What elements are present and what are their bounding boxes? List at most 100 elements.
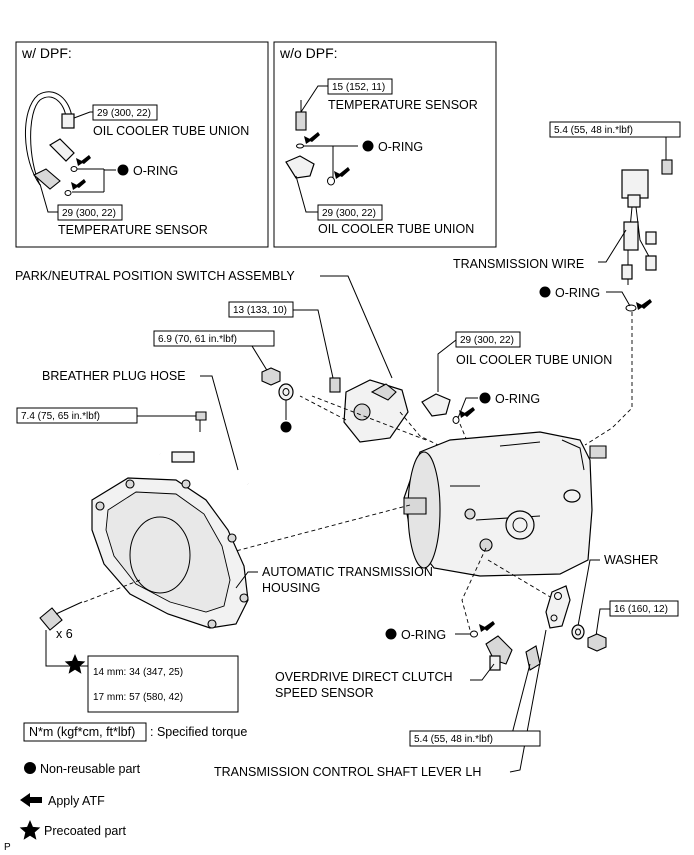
non-reusable-dot [385, 628, 397, 640]
lever-nut-torque: 16 (160, 12) [614, 604, 668, 615]
pnp-bolt-part [329, 377, 341, 393]
speed-torque: 5.4 (55, 48 in.*lbf) [414, 734, 493, 745]
without-dpf-union-label: OIL COOLER TUBE UNION [318, 222, 474, 236]
apply-atf-arrow [479, 621, 495, 632]
oil-cooler-tube-union-part [421, 393, 451, 417]
non-reusable-dot [362, 140, 374, 152]
legend-non-reusable: Non-reusable part [40, 762, 141, 776]
panel-with-dpf: w/ DPF: O-RING 29 (300, 22) OIL COOLER T… [15, 41, 269, 248]
bell-housing: AUTOMATIC TRANSMISSION HOUSING x 6 14 mm… [39, 477, 433, 713]
legend-torque-desc: : Specified torque [150, 725, 247, 739]
apply-atf-arrow [636, 299, 652, 310]
output-shaft [589, 445, 607, 459]
input-shaft [403, 497, 427, 515]
nut-part [261, 367, 281, 386]
housing-label-line1: AUTOMATIC TRANSMISSION [262, 565, 433, 579]
legend-apply-atf: Apply ATF [48, 794, 105, 808]
apply-atf-arrow [459, 407, 475, 418]
apply-atf-arrow [304, 132, 320, 144]
panel-with-dpf-title: w/ DPF: [21, 45, 72, 61]
lever-label: TRANSMISSION CONTROL SHAFT LEVER LH [214, 765, 481, 779]
bolt-torque-box [87, 655, 239, 713]
temperature-sensor-part [295, 111, 307, 131]
shaft-lever-part [545, 585, 571, 629]
legend-precoated-star [19, 820, 41, 840]
speed-oring-label: O-RING [401, 628, 446, 642]
o-ring-part [327, 176, 335, 186]
panel-without-dpf: w/o DPF: 15 (152, 11) TEMPERATURE SENSOR… [273, 41, 497, 248]
breather-label: BREATHER PLUG HOSE [42, 369, 186, 383]
torque-box [549, 121, 681, 138]
without-dpf-sensor-torque: 15 (152, 11) [332, 82, 385, 93]
lever-group: WASHER 16 (160, 12) TRANSMISSION CONTROL… [214, 553, 679, 779]
speed-sensor-label-line2: SPEED SENSOR [275, 686, 374, 700]
legend-precoated: Precoated part [44, 824, 127, 838]
with-dpf-sensor-torque: 29 (300, 22) [62, 208, 116, 219]
washer-part [571, 624, 585, 640]
precoated-star [64, 654, 86, 674]
non-reusable-dot [479, 392, 491, 404]
with-dpf-union-label: OIL COOLER TUBE UNION [93, 124, 249, 138]
washer-label: WASHER [604, 553, 658, 567]
washer-part [278, 383, 294, 401]
apply-atf-arrow [334, 167, 350, 179]
speed-sensor-group: O-RING OVERDRIVE DIRECT CLUTCH SPEED SEN… [275, 621, 541, 747]
legend-atf-arrow [20, 793, 42, 807]
wire-bolt-part [661, 159, 673, 175]
torque-box [153, 330, 275, 347]
torque-box [455, 331, 521, 348]
torque-box [317, 204, 383, 221]
sensor-connector [61, 113, 75, 129]
pnp-torque: 13 (133, 10) [233, 305, 287, 316]
breather-bolt-part [195, 411, 207, 421]
legend-torque-box [23, 722, 147, 742]
bolt-count-label: x 6 [56, 627, 73, 641]
panel-without-dpf-title: w/o DPF: [279, 45, 338, 61]
with-dpf-sensor-label: TEMPERATURE SENSOR [58, 223, 208, 237]
lever-nut-part [587, 633, 607, 652]
o-ring-part [452, 416, 460, 424]
apply-atf-arrow [76, 155, 91, 166]
main-union-group: 29 (300, 22) OIL COOLER TUBE UNION O-RIN… [421, 331, 612, 461]
with-dpf-oring-label: O-RING [133, 164, 178, 178]
bolt-torque-17: 17 mm: 57 (580, 42) [93, 692, 183, 703]
non-reusable-dot [117, 164, 129, 176]
with-dpf-union-torque: 29 (300, 22) [97, 108, 151, 119]
without-dpf-union-torque: 29 (300, 22) [322, 208, 376, 219]
breather-torque: 7.4 (75, 65 in.*lbf) [21, 411, 100, 422]
wire-oring-label: O-RING [555, 286, 600, 300]
bolt-torque-14: 14 mm: 34 (347, 25) [93, 667, 183, 678]
sensor-wire [24, 91, 73, 186]
breather-group: BREATHER PLUG HOSE 7.4 (75, 65 in.*lbf) [16, 369, 249, 485]
torque-box [327, 78, 393, 95]
speed-sensor-label-line1: OVERDRIVE DIRECT CLUTCH [275, 670, 453, 684]
nut-torque: 6.9 (70, 61 in.*lbf) [158, 334, 237, 345]
oil-cooler-tube-union-part [285, 155, 315, 179]
main-union-torque: 29 (300, 22) [460, 335, 514, 346]
o-ring-part [625, 304, 637, 312]
wire-torque: 5.4 (55, 48 in.*lbf) [554, 125, 633, 136]
footer-code: P [4, 842, 11, 853]
transmission-case [231, 395, 607, 631]
legend-non-reusable-dot [24, 762, 36, 774]
torque-box [409, 730, 541, 747]
wire-connector-part [621, 169, 649, 199]
oil-cooler-tube-union-part [49, 138, 75, 162]
housing-label-line2: HOUSING [262, 581, 320, 595]
temperature-sensor-part [33, 168, 61, 190]
pnp-switch-label: PARK/NEUTRAL POSITION SWITCH ASSEMBLY [15, 269, 295, 283]
apply-atf-arrow [71, 179, 86, 190]
o-ring-part [64, 190, 72, 196]
without-dpf-sensor-label: TEMPERATURE SENSOR [328, 98, 478, 112]
transmission-wire-label: TRANSMISSION WIRE [453, 257, 584, 271]
main-union-oring-label: O-RING [495, 392, 540, 406]
main-union-label: OIL COOLER TUBE UNION [456, 353, 612, 367]
non-reusable-dot [280, 421, 292, 433]
speed-sensor-bolt-part [525, 645, 541, 671]
legend-torque-unit: N*m (kgf*cm, ft*lbf) [29, 725, 135, 739]
without-dpf-oring-label: O-RING [378, 140, 423, 154]
legend: N*m (kgf*cm, ft*lbf) : Specified torque … [4, 722, 247, 853]
non-reusable-dot [539, 286, 551, 298]
torque-box [57, 204, 123, 221]
